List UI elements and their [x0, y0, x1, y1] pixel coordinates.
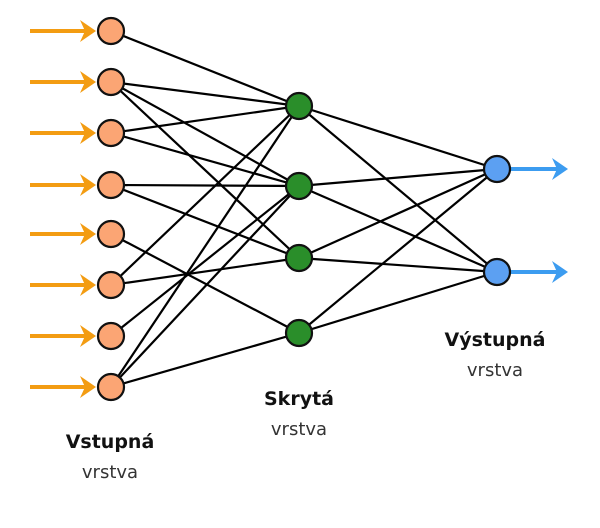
edge-input-2-hidden-2: [110, 81, 300, 187]
edge-input-2-hidden-1: [110, 80, 300, 108]
edge-hidden-4-output-2: [298, 270, 498, 335]
output-node-2: [482, 257, 512, 287]
edge-hidden-3-output-1: [298, 167, 498, 260]
edge-input-8-hidden-4: [110, 331, 300, 389]
edge-input-1-hidden-1: [110, 29, 300, 108]
connections: [110, 29, 498, 389]
edge-input-4-hidden-3: [110, 183, 300, 260]
input-arrow-2: [30, 71, 96, 93]
hidden-node-1: [284, 91, 314, 121]
output-arrow-1: [510, 158, 568, 180]
hidden-node-2: [284, 171, 314, 201]
edge-input-3-hidden-1: [110, 104, 300, 135]
input-arrow-4: [30, 174, 96, 196]
input-arrow-3: [30, 122, 96, 144]
edge-hidden-1-output-2: [298, 105, 498, 273]
io-arrows: [30, 20, 568, 398]
input-arrow-5: [30, 223, 96, 245]
input-layer-subtitle: vrstva: [82, 462, 138, 483]
input-node-8: [96, 372, 126, 402]
edge-input-6-hidden-1: [110, 105, 300, 286]
hidden-layer-subtitle: vrstva: [271, 419, 327, 440]
edge-hidden-3-output-2: [298, 256, 498, 274]
input-arrow-8: [30, 376, 96, 398]
output-layer-label: Výstupná vrstva: [445, 329, 546, 381]
hidden-layer-label: Skrytá vrstva: [264, 388, 334, 440]
input-arrow-7: [30, 325, 96, 347]
output-layer-subtitle: vrstva: [467, 360, 523, 381]
input-layer-label: Vstupná vrstva: [66, 431, 155, 483]
output-node-1: [482, 154, 512, 184]
hidden-layer-title: Skrytá: [264, 388, 334, 410]
input-node-2: [96, 67, 126, 97]
output-arrow-2: [510, 261, 568, 283]
input-node-5: [96, 219, 126, 249]
input-node-4: [96, 170, 126, 200]
edge-input-8-hidden-2: [110, 185, 300, 388]
edge-hidden-4-output-1: [298, 168, 498, 334]
input-arrow-6: [30, 274, 96, 296]
input-arrow-1: [30, 20, 96, 42]
edge-input-6-hidden-3: [110, 256, 300, 287]
edge-input-2-hidden-3: [110, 81, 300, 259]
input-node-6: [96, 270, 126, 300]
hidden-node-3: [284, 243, 314, 273]
input-layer-title: Vstupná: [66, 431, 155, 453]
edge-input-3-hidden-2: [110, 131, 300, 188]
edge-hidden-2-output-1: [298, 167, 498, 188]
edge-input-4-hidden-2: [110, 183, 300, 188]
edge-hidden-1-output-1: [298, 104, 498, 171]
edge-input-8-hidden-1: [110, 105, 300, 388]
input-node-1: [96, 16, 126, 46]
edge-input-7-hidden-2: [110, 185, 300, 337]
output-layer-title: Výstupná: [445, 329, 546, 351]
input-node-7: [96, 321, 126, 351]
hidden-node-4: [284, 318, 314, 348]
input-node-3: [96, 118, 126, 148]
nodes: [96, 16, 512, 402]
edge-hidden-2-output-2: [298, 184, 498, 274]
edge-input-5-hidden-4: [110, 233, 300, 334]
